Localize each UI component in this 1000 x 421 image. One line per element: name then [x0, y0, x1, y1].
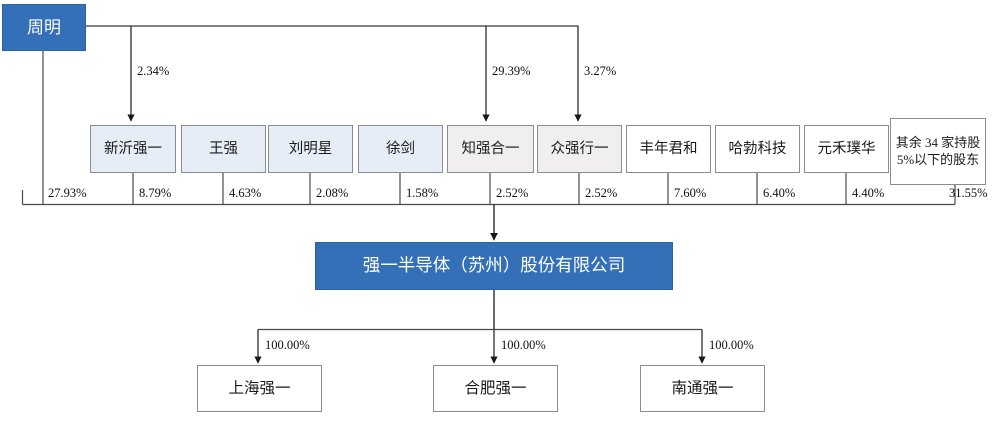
node-owner-zhouming[interactable]: 周明: [2, 4, 86, 51]
node-label-line1: 其余 34 家持股: [895, 135, 981, 151]
pct-shareholder-9: 4.40%: [852, 186, 885, 200]
node-subsidiary-nantong[interactable]: 南通强一: [640, 365, 765, 412]
node-label: 哈勃科技: [728, 140, 787, 157]
node-shareholder-yuanhepuhua[interactable]: 元禾璞华: [804, 125, 889, 173]
pct-owner-direct: 27.93%: [48, 186, 87, 200]
pct-owner-to-xinyi: 2.34%: [137, 64, 170, 78]
node-label: 元禾璞华: [817, 140, 876, 157]
node-label: 王强: [209, 140, 238, 157]
node-company-main[interactable]: 强一半导体（苏州）股份有限公司: [315, 242, 673, 290]
pct-owner-to-zhiqiang: 29.39%: [492, 64, 531, 78]
pct-shareholder-5: 2.52%: [496, 186, 529, 200]
node-label: 丰年君和: [639, 140, 698, 157]
node-owner-label: 周明: [27, 17, 61, 37]
pct-shareholder-4: 1.58%: [406, 186, 439, 200]
pct-shareholder-7: 7.60%: [674, 186, 707, 200]
pct-shareholder-6: 2.52%: [585, 186, 618, 200]
pct-subsidiary-hefei: 100.00%: [501, 338, 546, 352]
node-label: 知强合一: [461, 140, 520, 157]
node-label-line2: 5%以下的股东: [896, 151, 980, 167]
pct-owner-to-zhongqiang: 3.27%: [584, 64, 617, 78]
node-label: 徐剑: [386, 140, 415, 157]
node-shareholder-other-34[interactable]: 其余 34 家持股 5%以下的股东: [890, 118, 986, 185]
node-label: 上海强一: [228, 379, 291, 397]
node-company-label: 强一半导体（苏州）股份有限公司: [362, 255, 626, 276]
pct-shareholder-1: 8.79%: [139, 186, 172, 200]
node-shareholder-liumingxing[interactable]: 刘明星: [268, 125, 353, 173]
node-shareholder-xujian[interactable]: 徐剑: [358, 125, 443, 173]
pct-subsidiary-nantong: 100.00%: [709, 338, 754, 352]
node-label: 合肥强一: [464, 379, 527, 397]
node-label: 南通强一: [671, 379, 734, 397]
node-shareholder-wangqiang[interactable]: 王强: [181, 125, 266, 173]
node-shareholder-haboketech[interactable]: 哈勃科技: [715, 125, 800, 173]
pct-shareholder-2: 4.63%: [229, 186, 262, 200]
pct-shareholder-8: 6.40%: [763, 186, 796, 200]
node-subsidiary-hefei[interactable]: 合肥强一: [433, 365, 558, 412]
node-shareholder-xinyiqiangyi[interactable]: 新沂强一: [90, 125, 176, 173]
node-shareholder-zhongqiangxingyi[interactable]: 众强行一: [537, 125, 622, 173]
node-label: 新沂强一: [104, 140, 162, 157]
node-label: 刘明星: [288, 140, 333, 157]
pct-shareholder-3: 2.08%: [316, 186, 349, 200]
pct-subsidiary-shanghai: 100.00%: [265, 338, 310, 352]
node-subsidiary-shanghai[interactable]: 上海强一: [197, 365, 322, 412]
node-label: 众强行一: [550, 140, 609, 157]
node-shareholder-fengnianjunhe[interactable]: 丰年君和: [626, 125, 711, 173]
pct-shareholder-10: 31.55%: [949, 186, 988, 200]
node-shareholder-zhiqiangheyi[interactable]: 知强合一: [447, 125, 534, 173]
